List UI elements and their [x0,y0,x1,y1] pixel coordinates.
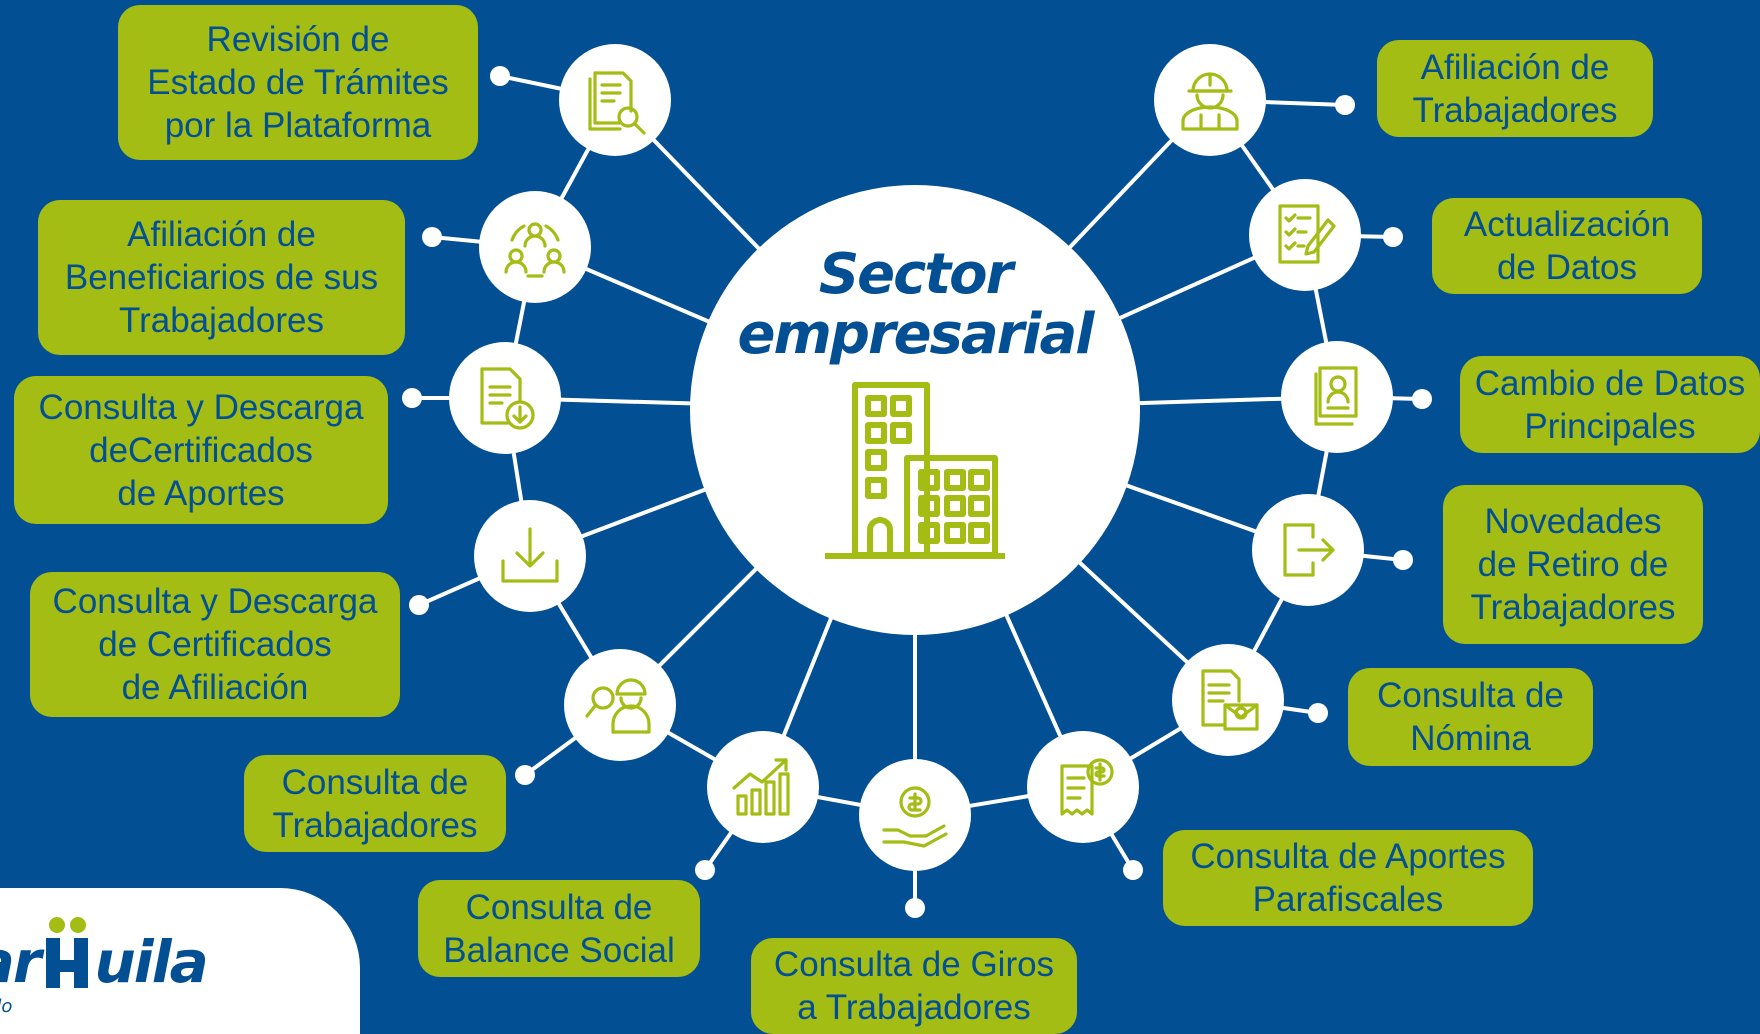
leader-dot-descarga-certificados-afiliacion [409,595,429,615]
document-search-icon [559,44,671,156]
center-title-line2: empresarial [737,302,1095,367]
id-card-icon [1281,341,1393,453]
leader-dot-novedades-retiro [1393,550,1413,570]
payroll-envelope-icon [1172,644,1284,756]
label-afiliacion-trabajadores: Afiliación de Trabajadores [1377,40,1653,137]
label-cambio-datos-principales: Cambio de Datos Principales [1460,356,1760,453]
people-group-icon [479,191,591,303]
label-consulta-aportes-parafiscales: Consulta de Aportes Parafiscales [1163,830,1533,926]
label-consulta-balance-social: Consulta de Balance Social [418,880,700,977]
leader-dot-consulta-nomina [1308,703,1328,723]
label-actualizacion-datos: Actualización de Datos [1432,198,1702,294]
leader-dot-cambio-datos-principales [1412,389,1432,409]
logo-h-mark-icon [40,917,95,990]
logo-text-1: liar [0,928,42,996]
logo-tagline: so, todo [0,996,13,1017]
leader-dot-revision-estado-tramites [490,66,510,86]
leader-dot-consulta-balance-social [695,860,715,880]
leader-dot-consulta-aportes-parafiscales [1123,860,1143,880]
leader-dot-descarga-certificados-aportes [402,388,422,408]
exit-door-icon [1252,494,1364,606]
center-circle: Sector empresarial [690,185,1140,635]
leader-dot-actualizacion-datos [1383,227,1403,247]
label-consulta-giros: Consulta de Giros a Trabajadores [751,938,1077,1034]
document-download-icon [449,342,561,454]
hand-coin-icon [859,759,971,871]
download-icon [474,500,586,612]
leader-dot-consulta-trabajadores [515,765,535,785]
label-novedades-retiro: Novedades de Retiro de Trabajadores [1443,485,1703,644]
worker-search-icon [564,649,676,761]
label-descarga-certificados-aportes: Consulta y Descarga deCertificados de Ap… [14,376,388,524]
leader-dot-afiliacion-trabajadores [1335,95,1355,115]
receipt-dollar-icon [1027,731,1139,843]
logo-wordmark: liar uila [0,917,209,996]
checklist-edit-icon [1249,179,1361,291]
label-afiliacion-beneficiarios: Afiliación de Beneficiarios de sus Traba… [38,200,405,355]
worker-helmet-icon [1154,44,1266,156]
center-title: Sector empresarial [690,245,1140,365]
label-consulta-nomina: Consulta de Nómina [1348,668,1593,766]
label-consulta-trabajadores: Consulta de Trabajadores [244,755,506,852]
logo: liar uila so, todo [0,888,360,1034]
leader-dot-afiliacion-beneficiarios [422,227,442,247]
label-revision-estado-tramites: Revisión de Estado de Trámites por la Pl… [118,5,478,160]
office-building-icon [825,380,1005,574]
growth-chart-icon [707,731,819,843]
leader-dot-consulta-giros [905,898,925,918]
logo-text-2: uila [94,928,209,996]
center-title-line1: Sector [818,242,1013,307]
label-descarga-certificados-afiliacion: Consulta y Descarga de Certificados de A… [30,572,400,717]
